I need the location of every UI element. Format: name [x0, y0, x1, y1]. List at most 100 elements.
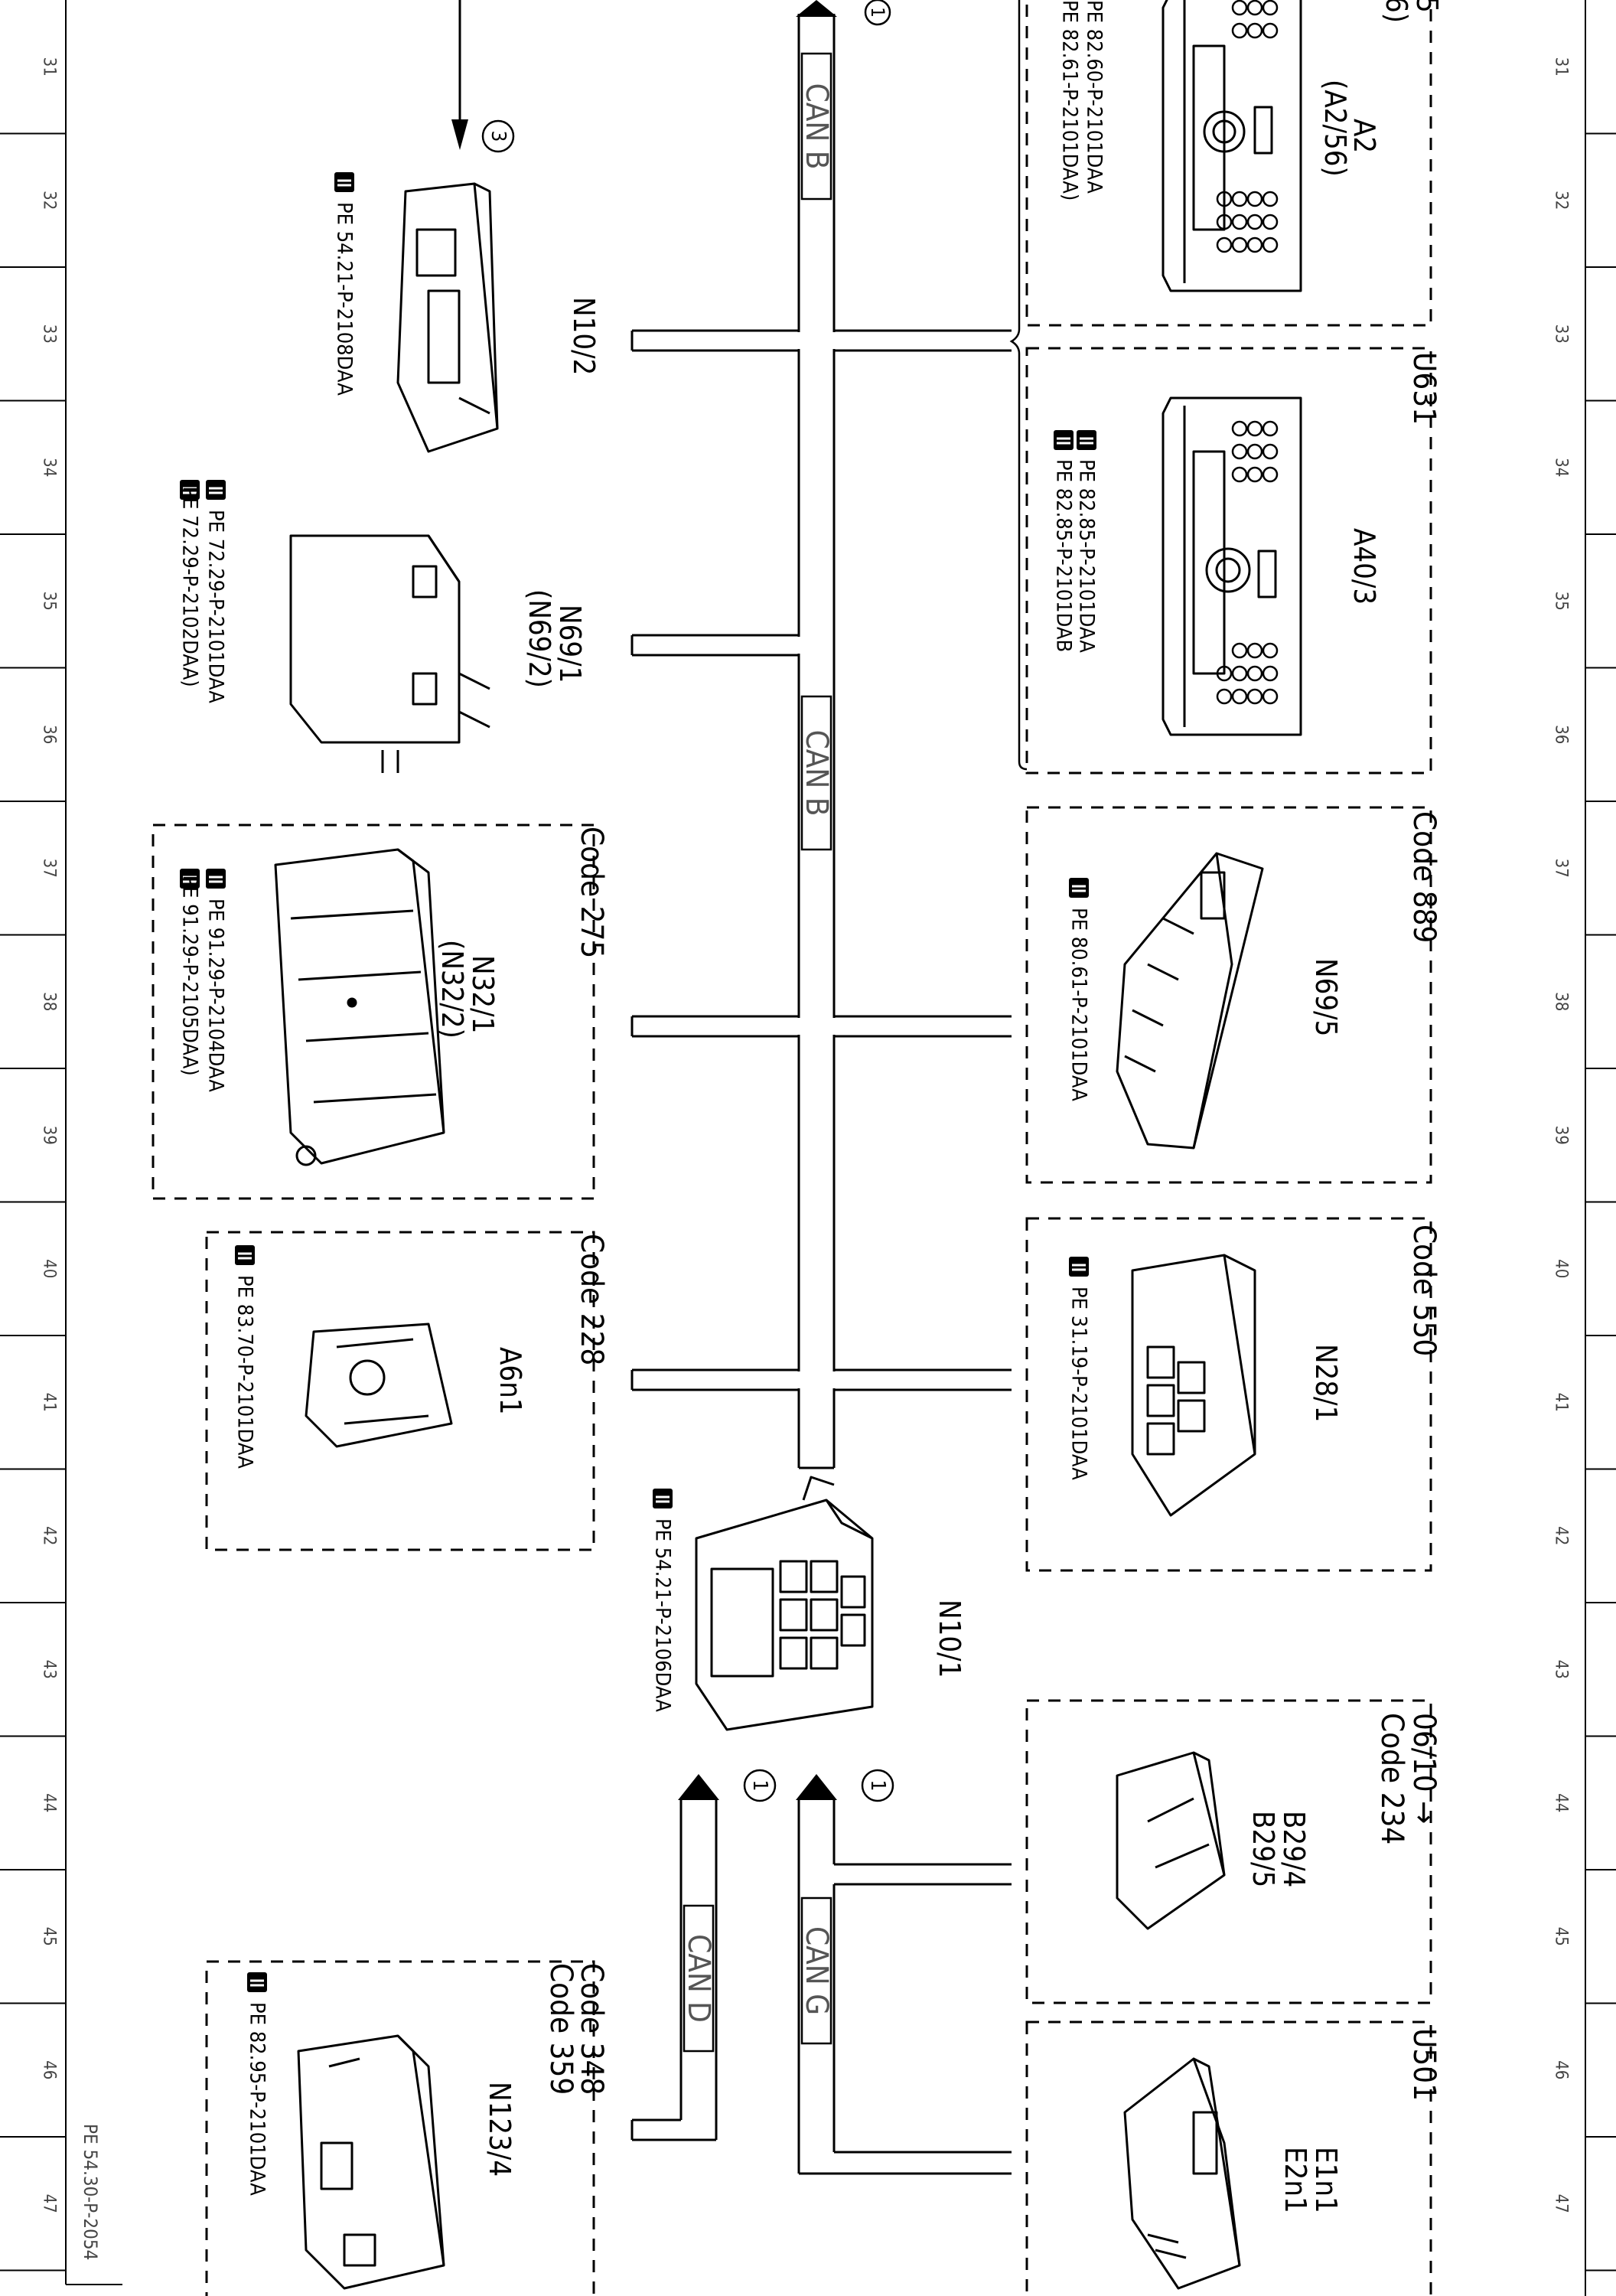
- book-icon: [653, 1489, 673, 1508]
- marker-n10-2: 3: [487, 131, 510, 142]
- group-code-889-box: [1025, 806, 1432, 1184]
- book-icon: [180, 480, 200, 500]
- book-icon: [1069, 878, 1089, 898]
- n10-2-device-sketch: [396, 182, 499, 453]
- n32-1-device-sketch: [274, 848, 445, 1166]
- can-b-label-mid: CAN B: [799, 695, 834, 851]
- right-ruler-number: 37: [1552, 859, 1571, 878]
- right-ruler-number: 35: [1552, 592, 1571, 611]
- can-b-bus: [630, 14, 1012, 1469]
- can-b-text-top: CAN B: [799, 83, 834, 170]
- right-ruler-number: 45: [1552, 1927, 1571, 1946]
- a2-clipped-1: 5: [1410, 0, 1444, 13]
- right-ruler-number: 34: [1552, 458, 1571, 477]
- left-ruler-number: 33: [40, 325, 59, 344]
- n10-2-label: N10/2: [567, 297, 601, 375]
- left-ruler-number: 34: [40, 458, 59, 477]
- n32-1-label-2: (N32/2): [435, 940, 469, 1039]
- can-g-bus: [797, 1800, 1012, 2175]
- n69-5-ref-1: PE 80.61-P-2101DAA: [1067, 908, 1091, 1101]
- book-icon: [1077, 430, 1096, 450]
- n32-1-ref-1: PE 91.29-P-2104DAA: [204, 899, 228, 1092]
- book-icon: [1054, 430, 1074, 450]
- left-ruler-number: 38: [40, 992, 59, 1011]
- a6n1-refs: PE 83.70-P-2101DAA: [233, 1245, 257, 1469]
- right-ruler-number: 38: [1552, 992, 1571, 1011]
- a2-label-2: (A2/56): [1318, 80, 1352, 177]
- n69-1-refs: PE 72.29-P-2101DAA (PE 72.29-P-2102DAA): [178, 479, 228, 703]
- group-label-code-889: Code 889: [1406, 811, 1442, 943]
- document-id: PE 54.30-P-2054: [80, 2124, 101, 2260]
- e2n1-label: E2n1: [1279, 2147, 1312, 2213]
- group-label-code-348: Code 348: [574, 1963, 609, 2095]
- n69-1-ref-1: PE 72.29-P-2101DAA: [204, 510, 228, 703]
- n10-2-refs: PE 54.21-P-2108DAA: [333, 172, 357, 396]
- book-icon: [235, 1245, 255, 1265]
- left-ruler: [0, 0, 122, 2285]
- n10-1-device-sketch: [695, 1476, 874, 1731]
- e1n1-device-sketch: [1123, 2057, 1241, 2290]
- group-u501-box: [1025, 2020, 1432, 2296]
- n32-1-ref-2: (PE 91.29-P-2105DAA): [178, 868, 202, 1076]
- left-ruler-number: 45: [40, 1927, 59, 1946]
- n28-1-refs: PE 31.19-P-2101DAA: [1067, 1257, 1091, 1480]
- right-ruler-number: 44: [1552, 1793, 1571, 1812]
- left-ruler-number: 39: [40, 1126, 59, 1145]
- n32-1-refs: PE 91.29-P-2104DAA (PE 91.29-P-2105DAA): [178, 868, 228, 1092]
- a40-3-ref-2: PE 82.85-P-2101DAB: [1052, 459, 1076, 652]
- n10-1-refs: PE 54.21-P-2106DAA: [651, 1489, 675, 1712]
- can-g-arrow: 1 CAN G: [796, 1769, 894, 2045]
- b29-4-label: B29/4: [1277, 1811, 1311, 1887]
- left-ruler-number: 43: [40, 1660, 59, 1679]
- a2-label-1: A2: [1347, 119, 1381, 153]
- right-ruler: [1585, 0, 1616, 2296]
- a6n1-device-sketch: [305, 1322, 453, 1448]
- n28-1-label: N28/1: [1309, 1344, 1343, 1422]
- group-label-code-359: Code 359: [543, 1963, 578, 2095]
- n10-2-arrow: 3: [451, 0, 515, 153]
- n10-2-ref-1: PE 54.21-P-2108DAA: [333, 202, 357, 396]
- b29-5-label: B29/5: [1246, 1811, 1280, 1887]
- book-icon: [1069, 1257, 1089, 1277]
- right-ruler-number: 43: [1552, 1660, 1571, 1679]
- group-code-348-box: [205, 1960, 595, 2296]
- left-ruler-number: 32: [40, 191, 59, 210]
- left-ruler-number: 31: [40, 57, 59, 77]
- group-a2-box: [1025, 0, 1432, 327]
- group-u631-box: [1025, 347, 1432, 775]
- left-ruler-number: 46: [40, 2060, 59, 2079]
- n69-5-device-sketch: [1116, 852, 1264, 1150]
- can-b-text-mid: CAN B: [799, 730, 834, 817]
- a40-3-ref-1: PE 82.85-P-2101DAA: [1075, 459, 1099, 653]
- can-b-arrow-up: 1: [796, 0, 891, 26]
- n69-5-refs: PE 80.61-P-2101DAA: [1067, 878, 1091, 1101]
- left-ruler-number: 36: [40, 725, 59, 744]
- right-ruler-number: 40: [1552, 1259, 1571, 1278]
- group-label-code-234-line1: 06/10 →: [1406, 1713, 1442, 1824]
- right-ruler-number: 32: [1552, 191, 1571, 210]
- n69-1-label-2: (N69/2): [523, 589, 556, 688]
- a2-device-sketch: [1162, 0, 1302, 292]
- group-label-u501: U501: [1406, 2028, 1442, 2101]
- n69-1-label-1: N69/1: [553, 605, 587, 683]
- group-code-228-box: [205, 1231, 595, 1551]
- left-ruler-number: 37: [40, 859, 59, 878]
- right-ruler-number: 39: [1552, 1126, 1571, 1145]
- right-ruler-number: 36: [1552, 725, 1571, 744]
- group-code-550-box: [1025, 1217, 1432, 1572]
- n10-1-label: N10/1: [933, 1600, 966, 1678]
- right-ruler-number: 41: [1552, 1393, 1571, 1412]
- left-ruler-number: 41: [40, 1393, 59, 1412]
- a2-ref-2: PE 82.61-P-2101DAA): [1058, 0, 1082, 201]
- u631-bracket: [1009, 0, 1028, 771]
- group-label-u631: U631: [1406, 352, 1442, 425]
- b29-device-sketch: [1116, 1751, 1226, 1930]
- left-ruler-number: 42: [40, 1526, 59, 1545]
- a40-3-device-sketch: [1162, 396, 1302, 736]
- n28-1-ref-1: PE 31.19-P-2101DAA: [1067, 1287, 1091, 1480]
- can-d-arrow: 1 CAN D: [678, 1769, 777, 2053]
- left-ruler-number: 40: [40, 1259, 59, 1278]
- right-ruler-number: 33: [1552, 325, 1571, 344]
- group-label-code-550: Code 550: [1406, 1225, 1442, 1356]
